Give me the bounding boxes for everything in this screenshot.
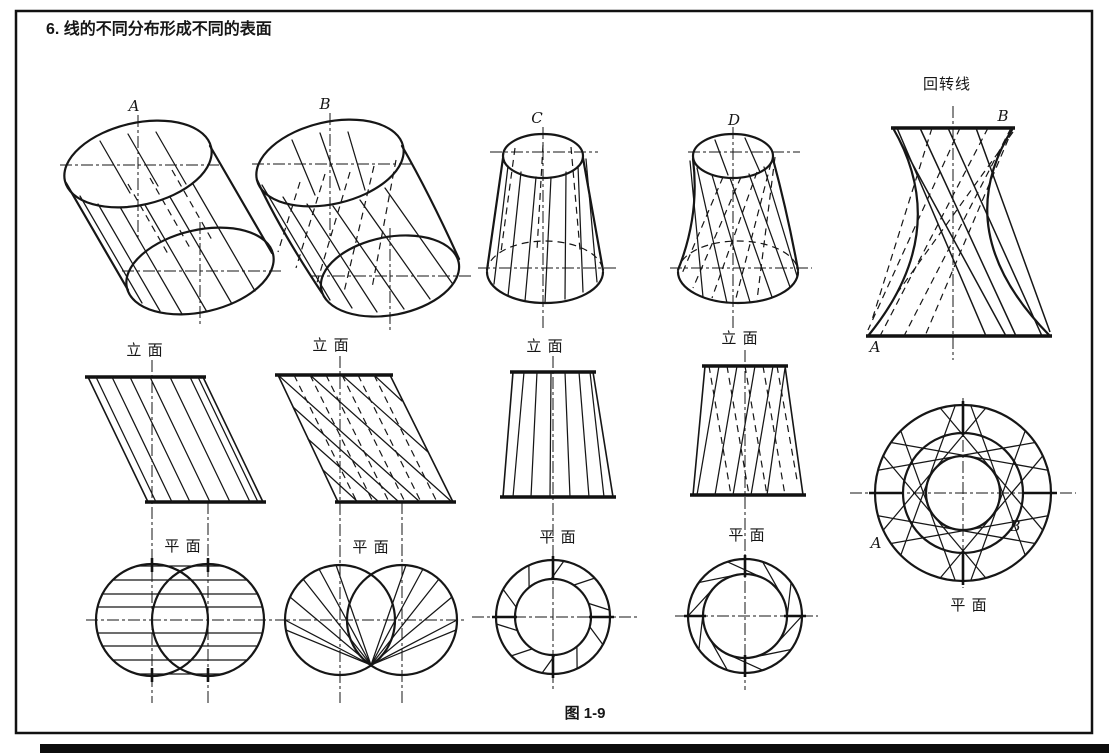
hidden-lines-elevation-d bbox=[708, 365, 798, 496]
surface-lines-elevation-b bbox=[277, 374, 453, 503]
pictorial-d-label: D bbox=[727, 111, 740, 129]
pictorial-view-c: C bbox=[478, 109, 616, 330]
generator-lines-b bbox=[261, 131, 453, 313]
plan-c-label: 平 面 bbox=[539, 529, 576, 546]
elevation-c-label: 立 面 bbox=[526, 338, 563, 355]
hidden-lines-b bbox=[277, 159, 397, 293]
hidden-lines-d bbox=[680, 156, 776, 303]
revolution-title: 回转线 bbox=[923, 76, 971, 93]
surface-lines-plan-b bbox=[284, 564, 458, 666]
pictorial-b-label: B bbox=[318, 95, 330, 113]
elevation-view-a: 立 面 bbox=[85, 342, 266, 703]
surface-lines-elevation-a bbox=[95, 376, 259, 503]
elevation-view-c: 立 面 bbox=[500, 338, 616, 690]
pictorial-a-label: A bbox=[127, 97, 140, 115]
plan-view-b: 平 面 bbox=[278, 539, 465, 677]
hidden-lines-c bbox=[500, 144, 581, 253]
elevation-d-label: 立 面 bbox=[721, 330, 758, 347]
elevation-view-d: 立 面 bbox=[690, 330, 806, 690]
figure-caption: 图 1-9 bbox=[565, 705, 606, 722]
surface-lines-plan-a bbox=[97, 565, 263, 675]
hidden-lines-elevation-b bbox=[293, 374, 438, 503]
revolution-point-a: A bbox=[868, 338, 881, 356]
plan-d-label: 平 面 bbox=[728, 527, 765, 544]
plan-view-a: 平 面 bbox=[86, 538, 288, 682]
revolution-plan-point-b: B bbox=[1008, 517, 1020, 535]
pictorial-c-label: C bbox=[531, 109, 543, 127]
elevation-view-b: 立 面 bbox=[275, 337, 456, 703]
revolution-plan-label: 平 面 bbox=[950, 597, 987, 614]
generator-lines-a bbox=[79, 131, 256, 315]
generator-lines-c bbox=[493, 158, 598, 304]
revolution-point-b: B bbox=[996, 107, 1008, 125]
pictorial-view-d: D bbox=[670, 111, 812, 330]
generator-lines-d bbox=[689, 137, 798, 304]
pictorial-view-b: B bbox=[252, 95, 472, 332]
revolution-plan: A B 平 面 bbox=[850, 398, 1076, 614]
revolution-elevation: 回转线 B A bbox=[866, 76, 1052, 360]
page-border bbox=[14, 9, 1094, 735]
ruling-lines-revolution-plan bbox=[877, 404, 1049, 582]
elevation-b-label: 立 面 bbox=[312, 337, 349, 354]
revolution-plan-point-a: A bbox=[869, 534, 882, 552]
scan-edge-bar bbox=[40, 744, 1109, 753]
plan-view-c: 平 面 bbox=[472, 529, 638, 678]
hidden-lines-a bbox=[127, 169, 213, 255]
elevation-a-label: 立 面 bbox=[126, 342, 163, 359]
plan-a-label: 平 面 bbox=[164, 538, 201, 555]
pictorial-view-a: A bbox=[60, 97, 282, 325]
surface-lines-elevation-c bbox=[512, 371, 605, 498]
plan-view-d: 平 面 bbox=[675, 527, 818, 677]
ruling-lines-hidden bbox=[867, 127, 1014, 337]
surface-lines-elevation-d bbox=[696, 365, 786, 496]
plan-b-label: 平 面 bbox=[352, 539, 389, 556]
ruling-lines-solid bbox=[892, 127, 1051, 337]
page-title: 6. 线的不同分布形成不同的表面 bbox=[46, 19, 272, 38]
